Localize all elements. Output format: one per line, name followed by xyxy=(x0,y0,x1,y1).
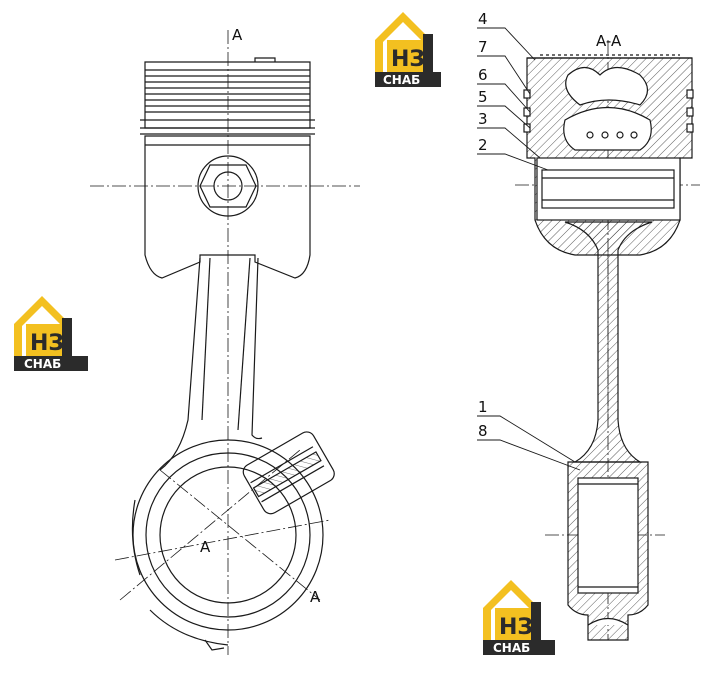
leader-lines xyxy=(477,27,581,471)
bolt-boss xyxy=(242,431,335,515)
piston-pin-section xyxy=(541,169,675,209)
logo-letters: НЗ xyxy=(391,47,425,72)
pin-bore xyxy=(536,157,681,221)
piston-pin xyxy=(213,171,243,201)
callout-2: 2 xyxy=(478,136,488,154)
callout-4: 4 xyxy=(478,10,488,28)
callout-8: 8 xyxy=(478,422,488,440)
logo-caption: СНАБ xyxy=(493,641,530,655)
logo-letters: НЗ xyxy=(30,331,64,356)
callout-5: 5 xyxy=(478,88,488,106)
logo-caption: СНАБ xyxy=(24,357,61,371)
logo-top: НЗ СНАБ xyxy=(375,12,441,87)
pin-boss xyxy=(197,155,259,217)
logo-bottom: НЗ СНАБ xyxy=(483,580,555,655)
combustion-chamber xyxy=(565,66,649,106)
side-view xyxy=(90,30,360,655)
section-view-title: A-A xyxy=(596,32,622,50)
big-end-bore xyxy=(159,466,297,604)
logo-left: НЗ СНАБ xyxy=(14,296,88,371)
section-label-top: A xyxy=(232,26,243,44)
section-view xyxy=(515,40,700,641)
rod-shank-right xyxy=(251,257,263,440)
logo-letters: НЗ xyxy=(499,615,533,640)
logo-caption: СНАБ xyxy=(383,73,420,87)
piston-crown xyxy=(140,57,315,135)
piston-skirt xyxy=(144,135,311,279)
callout-7: 7 xyxy=(478,38,488,56)
callout-1: 1 xyxy=(478,398,488,416)
callout-6: 6 xyxy=(478,66,488,84)
bearing-shell xyxy=(577,477,639,594)
rod-shank-section xyxy=(564,221,653,463)
section-label-mid: A xyxy=(200,538,211,556)
rod-shank-left xyxy=(159,257,201,471)
callout-labels: 4 7 6 5 3 2 1 8 xyxy=(478,10,488,440)
cooling-gallery xyxy=(563,106,652,151)
callout-3: 3 xyxy=(478,110,488,128)
section-label-bottom: A xyxy=(310,588,321,606)
